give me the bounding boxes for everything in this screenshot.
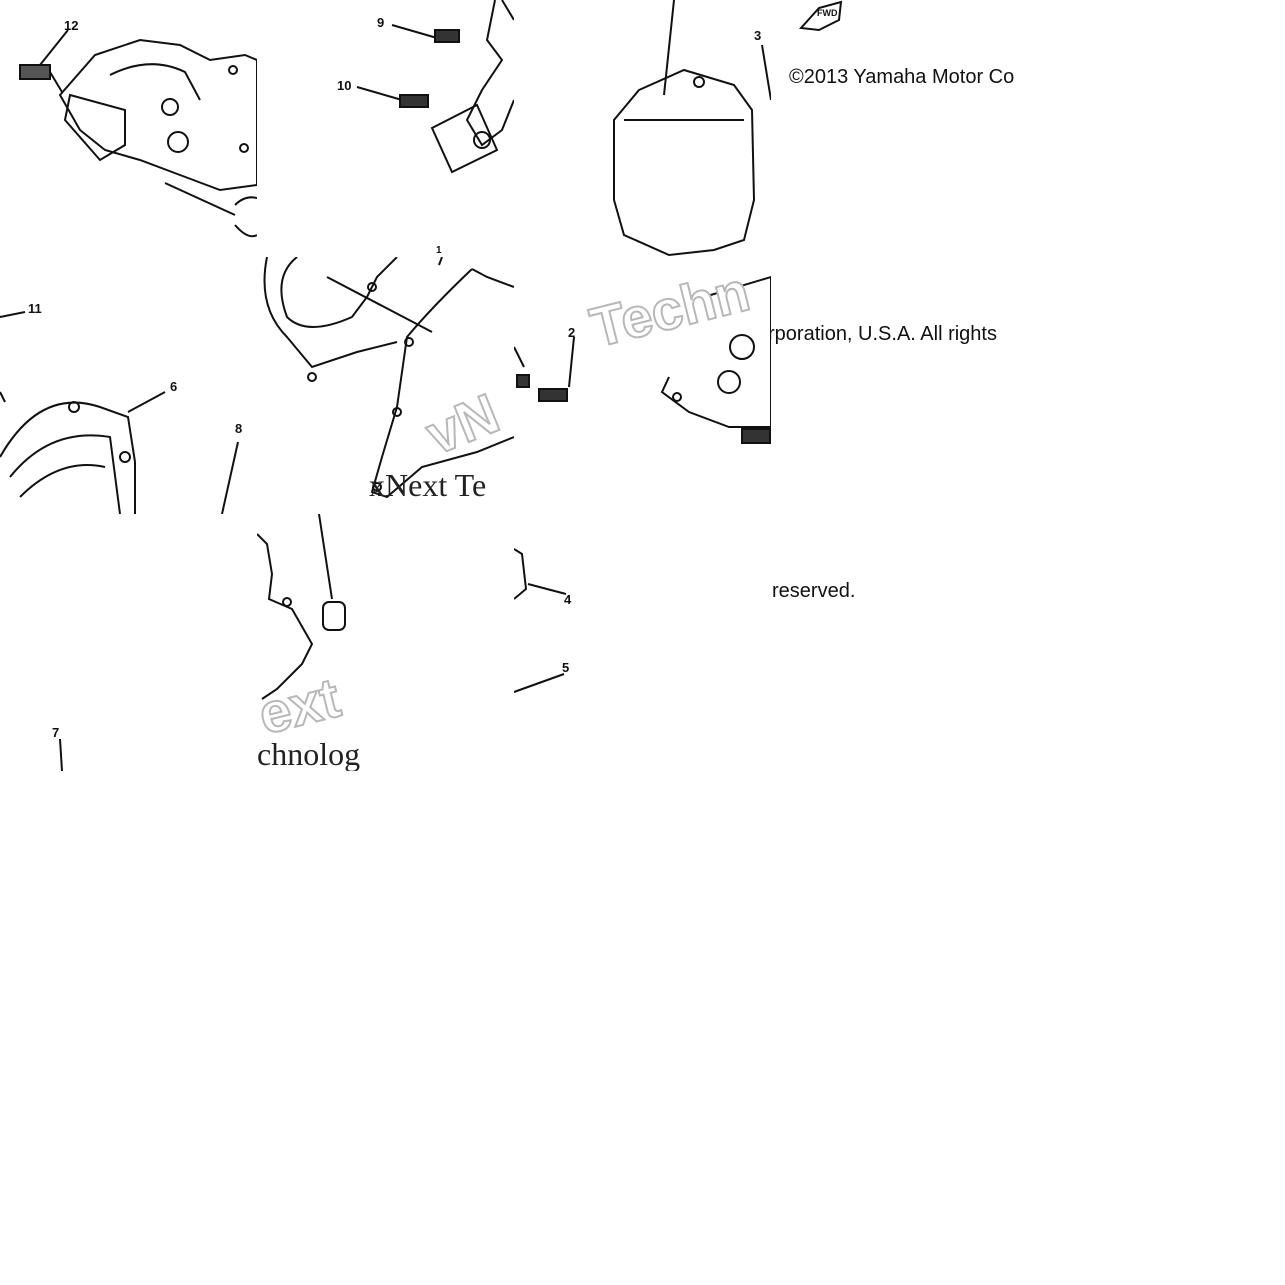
tile-bolts-9-10: 9 10 bbox=[257, 0, 514, 257]
copyright-line-2: rporation, U.S.A. All rights bbox=[771, 323, 997, 345]
callout-1: 1 bbox=[436, 245, 442, 256]
tile-crankcase-cover: 12 bbox=[0, 0, 257, 257]
leader-7 bbox=[59, 738, 63, 771]
fwd-label: FWD bbox=[817, 8, 838, 18]
copyright-line-3: reserved. bbox=[772, 580, 856, 602]
tile-dowel: ext chnolog bbox=[257, 514, 367, 771]
callout-8: 8 bbox=[235, 421, 243, 436]
bolts-drawing bbox=[356, 0, 514, 174]
tile-copyright-bottom: reserved. bbox=[771, 514, 1028, 771]
leaders-4-5 bbox=[514, 548, 567, 693]
callout-4: 4 bbox=[564, 592, 572, 607]
tile-bolt-2: 2 Techn bbox=[514, 257, 771, 514]
callout-3: 3 bbox=[754, 28, 762, 43]
tile-crankcase-6: 11 6 8 bbox=[0, 257, 257, 514]
tile-callout-7: 7 bbox=[0, 514, 257, 771]
tile-cover-3: 3 bbox=[514, 0, 771, 257]
callout-7: 7 bbox=[52, 725, 60, 740]
watermark-next-tech: xNext Te bbox=[369, 467, 487, 503]
cover-drawing bbox=[613, 0, 771, 257]
tile-copyright-mid: rporation, U.S.A. All rights bbox=[771, 257, 1028, 514]
watermark-technolog: chnolog bbox=[257, 736, 361, 771]
callout-2: 2 bbox=[568, 325, 576, 340]
callout-6: 6 bbox=[170, 379, 178, 394]
callout-10: 10 bbox=[337, 78, 352, 93]
callout-5: 5 bbox=[562, 660, 570, 675]
callout-11: 11 bbox=[28, 301, 42, 316]
tile-gasket: xNext Te vN bbox=[257, 257, 514, 514]
crankcase-6-drawing bbox=[0, 311, 239, 514]
fwd-mark bbox=[798, 0, 843, 32]
copyright-line-1: ©2013 Yamaha Motor Co bbox=[789, 66, 1015, 88]
dowel-drawing bbox=[257, 514, 346, 700]
gasket-drawing bbox=[263, 257, 514, 499]
callout-12: 12 bbox=[64, 18, 79, 33]
tile-copyright-top: FWD ©2013 Yamaha Motor Co bbox=[771, 0, 1028, 257]
crankcase-cover-drawing bbox=[19, 29, 257, 238]
bolt-2-drawing bbox=[514, 275, 771, 444]
callout-9: 9 bbox=[377, 15, 385, 30]
tile-callouts-4-5: 4 5 bbox=[514, 514, 624, 771]
